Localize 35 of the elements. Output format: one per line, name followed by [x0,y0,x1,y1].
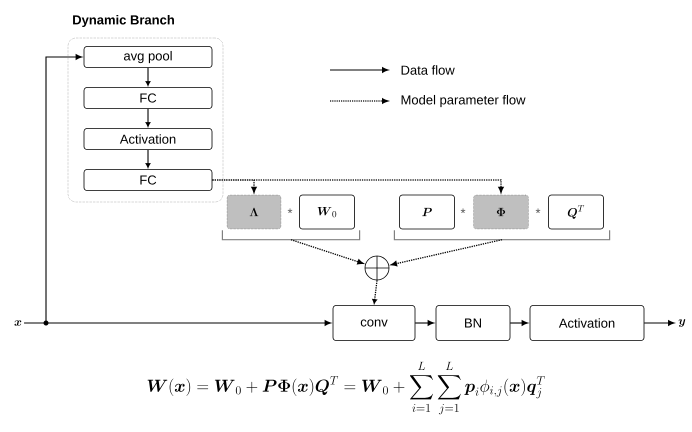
arrow [290,239,364,264]
process-box: BN [436,305,510,341]
legend-text: Data flow [402,65,455,75]
legend-text: Model parameter flow [402,94,526,108]
arrow [24,320,332,326]
parameter-box: $\boldsymbol{\Lambda}$ [226,194,282,230]
arrow [146,108,150,127]
process-box: avg pool [84,46,212,68]
arrow [146,68,150,86]
variable-label: $\boldsymbol{x}$ [14,320,22,326]
group-title: Dynamic Branch [73,14,174,28]
arrow [372,280,378,304]
sum-circle [364,256,390,280]
multiply-sign: * [288,208,292,214]
equation: $\boldsymbol{W}(\boldsymbol{x}) = \boldsymbol{W}_0 + \boldsymbol{P}\boldsymbol{\Phi}(\boldsymbol{x})\boldsymbol{Q}^T = \boldsymbol{W}_0 + \sum_{i=1}^{L}\sum_{j=1}^{L}\boldsymbol{p}_i\phi_{i,j}(\boldsymbol{x})\boldsymbol{q}_j^T$ [148,362,545,414]
process-box: $\boldsymbol{P}$ [399,194,455,230]
process-box: FC [84,87,212,109]
arrow [212,179,504,193]
bracket [222,230,360,240]
multiply-sign: * [460,208,466,214]
bracket [394,230,610,240]
process-box: FC [84,169,212,191]
arrow [510,320,528,326]
process-box: Activation [84,128,212,150]
process-box: $\boldsymbol{Q}^T$ [548,194,604,230]
parameter-box: $\boldsymbol{\Phi}$ [473,194,529,230]
arrow [146,150,150,168]
multiply-sign: * [536,208,540,214]
arrow [415,320,434,326]
process-box: conv [332,305,416,341]
arrow [390,239,502,266]
process-box: Activation [530,305,644,341]
arrow [644,320,674,326]
variable-label: $\boldsymbol{y}$ [678,319,686,327]
process-box: $\boldsymbol{W}_0$ [299,194,355,230]
